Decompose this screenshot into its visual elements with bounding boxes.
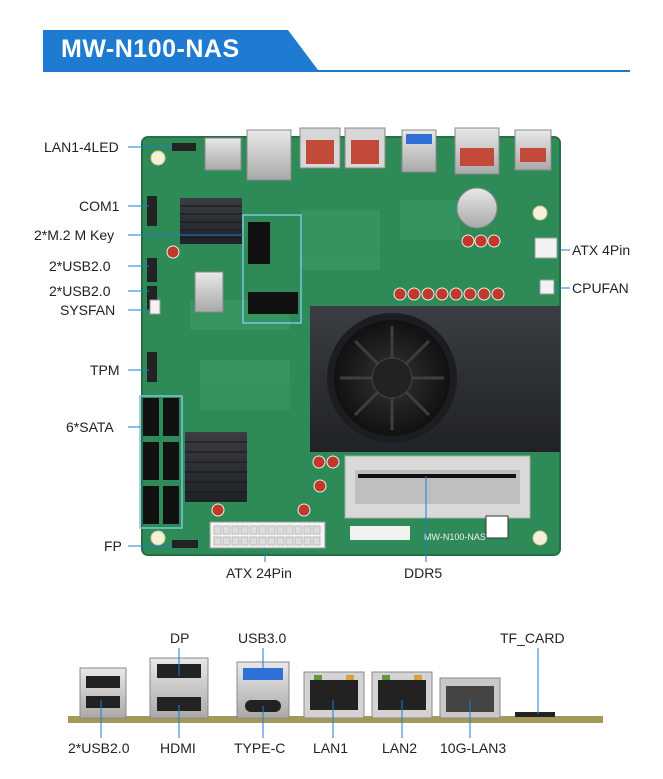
cmos-battery (456, 187, 498, 229)
label-atx24: ATX 24Pin (226, 565, 292, 581)
rear-io (204, 127, 552, 181)
label-sata: 6*SATA (66, 419, 114, 435)
cpu-cooler (310, 306, 560, 452)
label-io-lan3: 10G-LAN3 (440, 740, 507, 756)
internal-usb (194, 271, 224, 313)
page-title: MW-N100-NAS (61, 35, 240, 63)
label-usb3: USB3.0 (238, 630, 287, 646)
led-header (172, 143, 196, 151)
label-tfcard: TF_CARD (500, 630, 565, 646)
label-fp: FP (104, 538, 122, 554)
label-atx4: ATX 4Pin (572, 242, 631, 258)
label-ddr5: DDR5 (404, 565, 443, 581)
board-silkscreen: MW-N100-NAS (424, 532, 486, 542)
label-io-usb2: 2*USB2.0 (68, 740, 130, 756)
io-leader-lines (100, 648, 539, 738)
label-io-lan2: LAN2 (382, 740, 418, 756)
cpufan-header (539, 279, 555, 295)
label-sysfan: SYSFAN (60, 302, 116, 318)
ddr5-slot (344, 455, 531, 540)
title-banner-shape (43, 30, 318, 70)
sata-outline (139, 395, 183, 529)
heatsink-top (180, 198, 242, 244)
label-tpm: TPM (90, 362, 120, 378)
title-banner: MW-N100-NAS (43, 30, 630, 72)
sata-ports (143, 398, 179, 524)
label-dp: DP (170, 630, 190, 646)
label-usb2-a: 2*USB2.0 (49, 258, 111, 274)
fp-header (172, 540, 198, 548)
label-io-lan1: LAN1 (313, 740, 349, 756)
left-headers (147, 196, 157, 382)
label-io-hdmi: HDMI (160, 740, 196, 756)
capacitors (166, 234, 505, 517)
label-m2: 2*M.2 M Key (34, 227, 115, 243)
label-usb2-b: 2*USB2.0 (49, 283, 111, 299)
label-cpufan: CPUFAN (572, 280, 629, 296)
sysfan-header (149, 299, 161, 315)
label-lan-led: LAN1-4LED (44, 139, 119, 155)
heatsink-bottom (185, 432, 247, 502)
leader-lines (128, 146, 570, 562)
label-io-typec: TYPE-C (234, 740, 286, 756)
mounting-holes (150, 150, 548, 546)
atx4-header (534, 237, 558, 259)
m2-slots (242, 214, 302, 324)
label-com1: COM1 (79, 198, 120, 214)
title-underline (43, 70, 630, 72)
io-panel (68, 657, 603, 723)
atx24-connector (209, 521, 326, 549)
